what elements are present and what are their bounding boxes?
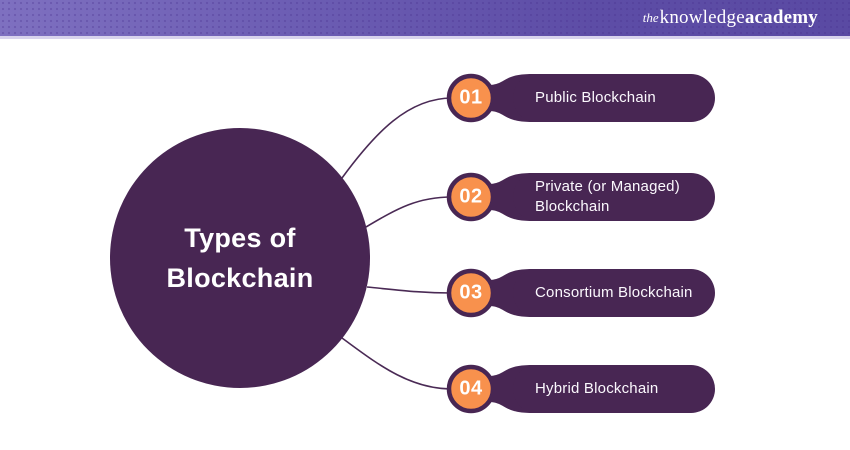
logo-academy: academy xyxy=(744,7,818,28)
item-number: 04 xyxy=(459,377,483,400)
item-label: Hybrid Blockchain xyxy=(535,380,659,397)
item-row-consortium-blockchain: 03 Consortium Blockchain xyxy=(440,258,730,328)
connector-line-2 xyxy=(365,196,453,228)
item-row-private-blockchain: 02 Private (or Managed) Blockchain xyxy=(440,162,730,232)
number-badge-1 xyxy=(446,73,496,123)
item-number: 01 xyxy=(459,86,483,109)
center-topic-circle: Types of Blockchain xyxy=(110,128,370,388)
connector-line-4 xyxy=(341,337,453,390)
pill-shape-1 xyxy=(446,73,715,123)
pill-shape-2 xyxy=(446,172,715,222)
connector-line-1 xyxy=(341,97,453,179)
item-number: 03 xyxy=(459,281,483,304)
number-badge-4 xyxy=(446,364,496,414)
logo-knowledge: knowledge xyxy=(659,7,745,28)
pill-shape-3 xyxy=(446,268,715,318)
item-row-hybrid-blockchain: 04 Hybrid Blockchain xyxy=(440,354,730,424)
item-row-public-blockchain: 01 Public Blockchain xyxy=(440,63,730,133)
item-number: 02 xyxy=(459,185,483,208)
logo-the: the xyxy=(642,10,659,25)
pill-shape-4 xyxy=(446,364,715,414)
item-label: Private (or Managed) Blockchain xyxy=(535,178,680,215)
item-label: Public Blockchain xyxy=(535,89,656,106)
header-bar xyxy=(0,0,850,36)
item-label: Consortium Blockchain xyxy=(535,284,693,301)
connector-line-3 xyxy=(366,286,453,294)
title-line-2: Blockchain xyxy=(166,263,314,293)
title-line-1: Types of xyxy=(184,223,296,253)
header-bottom-strip xyxy=(0,36,850,39)
number-badge-2 xyxy=(446,172,496,222)
number-badge-3 xyxy=(446,268,496,318)
